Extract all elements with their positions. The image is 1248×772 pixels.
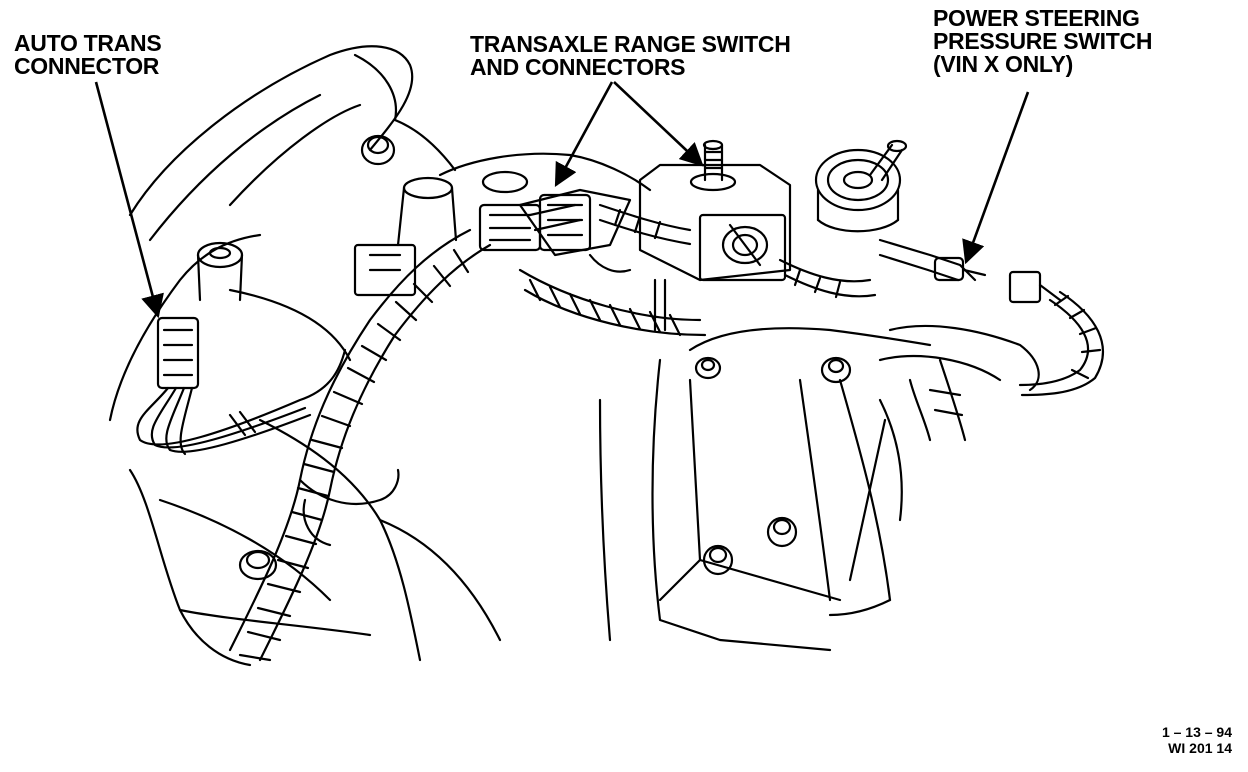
- label-transaxle-range-switch: TRANSAXLE RANGE SWITCH AND CONNECTORS: [470, 33, 791, 79]
- pulley-assembly: [814, 139, 908, 233]
- bolt-upper-left: [360, 134, 396, 166]
- auto-trans-wires: [136, 348, 347, 456]
- arrow-range-switch-left: [554, 81, 614, 188]
- label-line: CONNECTOR: [14, 53, 160, 79]
- label-line: (VIN X ONLY): [933, 51, 1073, 77]
- label-line: AND CONNECTORS: [470, 54, 686, 80]
- right-mount: [878, 324, 1040, 442]
- range-switch-connectors: [353, 193, 592, 297]
- figure-date: 1 – 13 – 94: [1161, 724, 1232, 740]
- transaxle-range-switch: [438, 152, 792, 282]
- label-line: POWER STEERING: [933, 5, 1140, 31]
- power-steering-pressure-switch: [878, 238, 1062, 304]
- label-power-steering-pressure-switch: POWER STEERING PRESSURE SWITCH (VIN X ON…: [933, 7, 1152, 76]
- bolt-housing-lower-left: [702, 544, 734, 576]
- vent-fitting: [689, 139, 737, 192]
- label-auto-trans-connector: AUTO TRANS CONNECTOR: [14, 30, 162, 79]
- figure-code: WI 201 14: [1168, 740, 1232, 756]
- harness-right-branch: [518, 203, 707, 337]
- engine-block-outline: [108, 45, 502, 667]
- label-line: TRANSAXLE RANGE SWITCH: [470, 31, 791, 57]
- bolt-housing-upper-left: [694, 356, 722, 380]
- bolt-lower-left: [238, 549, 278, 581]
- arrow-range-switch-right: [613, 81, 704, 167]
- auto-trans-connector: [156, 316, 200, 390]
- arrow-auto-trans: [94, 81, 164, 319]
- mount-post-left: [196, 241, 244, 302]
- bolt-housing-upper-right: [820, 356, 852, 384]
- power-steering-harness: [778, 258, 1105, 397]
- arrow-ps-switch: [962, 91, 1030, 265]
- mount-post-center: [396, 176, 458, 247]
- leader-arrows: [94, 81, 1030, 319]
- transaxle-housing: [598, 327, 932, 652]
- label-line: PRESSURE SWITCH: [933, 28, 1153, 54]
- main-wire-harness: [228, 228, 492, 662]
- figure-stamp: 1 – 13 – 94 WI 201 14: [1162, 724, 1232, 756]
- bolt-housing-lower-right: [766, 516, 798, 548]
- label-line: AUTO TRANS: [14, 30, 162, 56]
